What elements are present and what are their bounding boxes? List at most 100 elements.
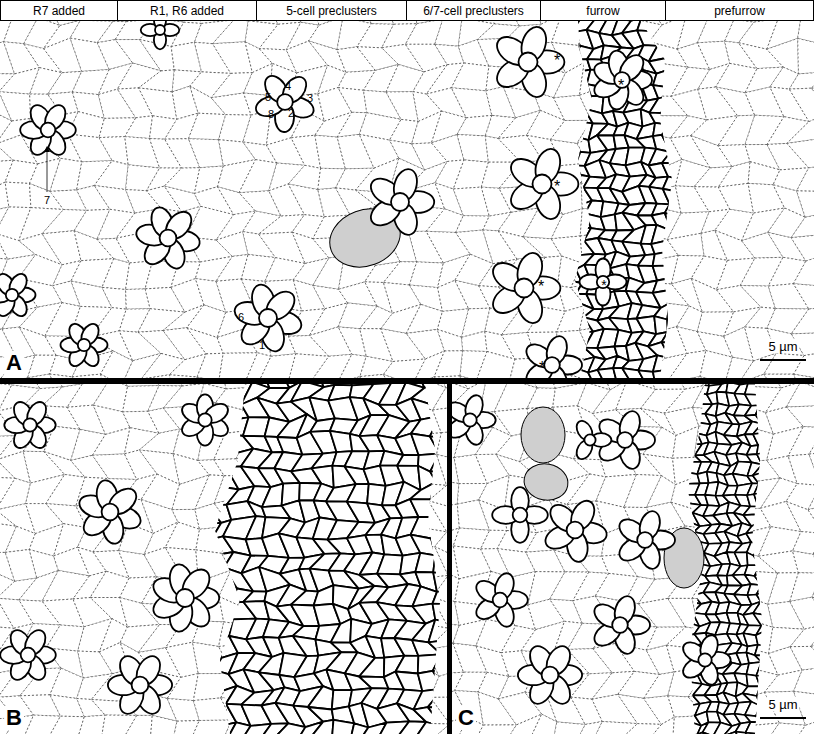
cell-mesh (0, 20, 814, 378)
cell (653, 85, 670, 98)
cell (530, 714, 557, 734)
cell (789, 718, 814, 734)
cell (797, 166, 814, 191)
cell (332, 720, 355, 734)
cell (557, 33, 580, 49)
cell-mesh (189, 365, 477, 734)
cell (433, 671, 456, 692)
cell (788, 427, 814, 457)
cell (196, 704, 217, 727)
cell (213, 20, 249, 44)
cell (573, 84, 591, 97)
cell (527, 388, 555, 409)
cell (94, 161, 128, 190)
cell (558, 303, 580, 320)
cell (457, 135, 488, 163)
cell (673, 382, 691, 394)
cell (575, 96, 591, 113)
cell (667, 291, 686, 310)
cell (680, 163, 697, 179)
cell (753, 423, 770, 434)
cell (189, 506, 222, 524)
cell (687, 99, 709, 114)
cell (0, 92, 31, 121)
cell (765, 432, 781, 444)
cell (675, 46, 695, 61)
cell (411, 535, 436, 556)
cell (665, 251, 686, 265)
cell (547, 316, 569, 335)
cell (433, 572, 456, 592)
cell-mesh (544, 4, 712, 399)
cell (690, 228, 708, 242)
cell (675, 32, 695, 49)
cell (275, 723, 305, 734)
cell (677, 442, 689, 454)
cell (692, 319, 712, 335)
cell (359, 658, 384, 678)
cell (558, 318, 578, 335)
cell (676, 69, 695, 86)
cell (547, 307, 570, 320)
cell (384, 374, 421, 378)
cell (764, 395, 782, 405)
cell (745, 405, 760, 416)
cell (679, 306, 696, 321)
cell (435, 547, 447, 577)
cell (757, 383, 770, 395)
cell (451, 88, 492, 118)
cell (433, 654, 460, 672)
cell (562, 122, 577, 135)
cell (687, 20, 708, 35)
cell (673, 412, 689, 425)
cell (793, 255, 814, 286)
cell (331, 619, 352, 643)
cell (786, 502, 814, 534)
cell (692, 256, 709, 269)
cell (691, 213, 708, 231)
cell (653, 69, 671, 87)
cell (667, 303, 685, 321)
cell (691, 135, 713, 152)
cell (433, 407, 447, 433)
cell (449, 470, 475, 485)
cell (452, 499, 475, 523)
cell (666, 46, 682, 61)
cell (758, 551, 798, 573)
cell (311, 720, 334, 734)
cell (653, 266, 674, 281)
cell (794, 351, 814, 378)
cell (677, 472, 688, 486)
cell (793, 284, 814, 309)
cell (789, 88, 814, 121)
cell (396, 656, 419, 674)
cell (549, 253, 564, 268)
cell (293, 636, 319, 656)
cell (197, 353, 223, 378)
cell (653, 251, 670, 266)
cell (654, 31, 669, 48)
cell (191, 449, 221, 473)
cell (688, 151, 712, 166)
cell (545, 226, 564, 244)
cell (584, 385, 605, 397)
cell (767, 328, 804, 355)
cell (745, 383, 762, 394)
cell (691, 335, 712, 344)
cell (430, 697, 447, 724)
cell (640, 717, 674, 734)
cell (125, 116, 153, 139)
cell (599, 384, 617, 397)
cell (753, 464, 772, 476)
cell (678, 189, 699, 205)
cell (560, 71, 582, 84)
cell (562, 135, 581, 153)
cell (684, 423, 698, 437)
cell (435, 20, 462, 46)
cell (797, 191, 814, 217)
cell (678, 343, 699, 355)
cell (809, 428, 814, 454)
cell (662, 135, 686, 152)
cell (667, 320, 682, 334)
cell (649, 58, 671, 74)
